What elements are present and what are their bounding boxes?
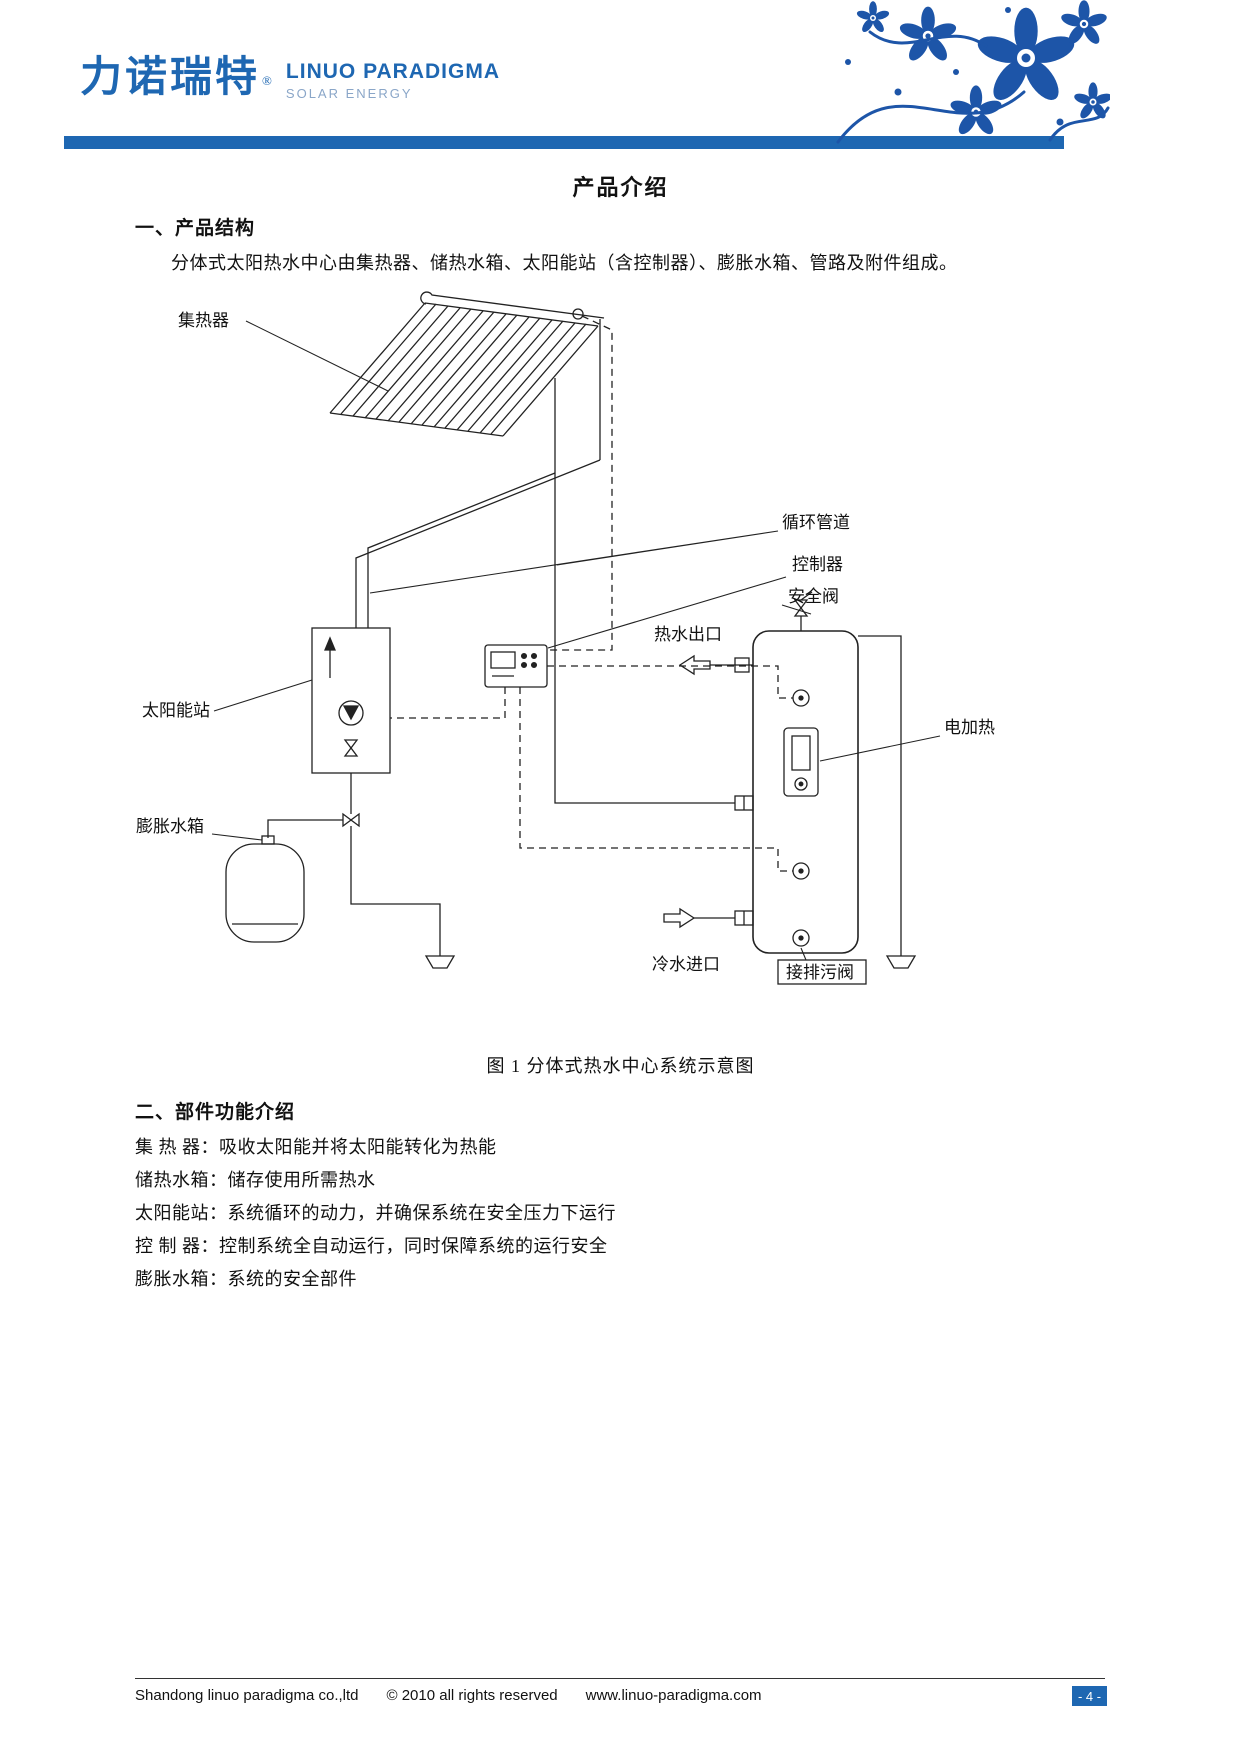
figure-caption: 图 1 分体式热水中心系统示意图 (486, 1056, 755, 1076)
list-item: 集 热 器： 吸收太阳能并将太阳能转化为热能 (135, 1131, 616, 1164)
header-divider-bar (64, 136, 1064, 149)
system-diagram: 集热器 循环管道 控制器 安全阀 热水出口 太阳能站 电加热 膨胀水箱 冷水进口… (120, 288, 1080, 1013)
component-description: 系统循环的动力，并确保系统在安全压力下运行 (227, 1203, 616, 1223)
pipe-valve-assembly (261, 812, 360, 845)
pump-icon (338, 700, 364, 726)
logo-english-text: LINUO PARADIGMA (285, 60, 501, 83)
diagram-labels: 集热器 循环管道 控制器 安全阀 热水出口 太阳能站 电加热 膨胀水箱 冷水进口… (136, 311, 995, 982)
footer-divider (135, 1678, 1105, 1679)
list-item: 膨胀水箱： 系统的安全部件 (135, 1263, 616, 1296)
drain-funnel-left-icon (424, 955, 456, 969)
component-function-list: 集 热 器： 吸收太阳能并将太阳能转化为热能 储热水箱： 储存使用所需热水 太阳… (135, 1131, 616, 1296)
list-item: 储热水箱： 储存使用所需热水 (135, 1164, 616, 1197)
label-electric-heater: 电加热 (944, 718, 995, 737)
component-term: 集 热 器： (135, 1137, 219, 1157)
label-leader-lines (211, 320, 941, 961)
footer-website-link[interactable]: www.linuo-paradigma.com (585, 1687, 762, 1704)
controller-shape (484, 644, 548, 688)
collector-sensor-icon (572, 308, 584, 320)
page-title: 产品介绍 (572, 175, 669, 200)
storage-tank-shape (734, 630, 859, 954)
footer-company: Shandong linuo paradigma co.,ltd (135, 1687, 359, 1704)
list-item: 控 制 器： 控制系统全自动运行，同时保障系统的运行安全 (135, 1230, 616, 1263)
drain-funnel-right-icon (885, 955, 917, 969)
solar-station-shape (311, 627, 391, 774)
logo-subtitle-text: SOLAR ENERGY (285, 86, 413, 102)
component-term: 控 制 器： (135, 1236, 219, 1256)
label-expansion-tank: 膨胀水箱 (136, 817, 204, 836)
electric-heater-shape (783, 727, 819, 797)
label-hot-water-outlet: 热水出口 (654, 625, 722, 644)
label-solar-station: 太阳能站 (142, 701, 210, 720)
list-item: 太阳能站： 系统循环的动力，并确保系统在安全压力下运行 (135, 1197, 616, 1230)
expansion-tank-shape (225, 843, 305, 943)
label-controller: 控制器 (792, 555, 843, 574)
component-description: 系统的安全部件 (227, 1269, 357, 1289)
section2-heading: 二、部件功能介绍 (135, 1102, 296, 1123)
label-collector: 集热器 (178, 311, 229, 330)
solar-collector-shape (329, 291, 605, 437)
label-safety-valve: 安全阀 (788, 587, 839, 606)
label-circulation-pipes: 循环管道 (782, 513, 850, 532)
footer: Shandong linuo paradigma co.,ltd © 2010 … (135, 1687, 975, 1704)
component-term: 太阳能站： (135, 1203, 228, 1223)
drain-label-box (777, 959, 867, 985)
brand-logo: 力诺瑞特® LINUO PARADIGMA SOLAR ENERGY (80, 53, 501, 102)
circulation-pipes-shape (267, 319, 902, 956)
component-term: 储热水箱： (135, 1170, 228, 1190)
component-term: 膨胀水箱： (135, 1269, 228, 1289)
cold-water-arrow-icon (663, 907, 696, 929)
component-description: 储存使用所需热水 (227, 1170, 376, 1190)
footer-copyright: © 2010 all rights reserved (386, 1687, 558, 1704)
floral-decoration-icon (778, 0, 1114, 152)
section1-heading: 一、产品结构 (135, 218, 256, 239)
registered-mark: ® (262, 72, 272, 88)
component-description: 吸收太阳能并将太阳能转化为热能 (219, 1137, 497, 1157)
logo-chinese-text: 力诺瑞特 (80, 53, 261, 100)
label-drain-valve: 接排污阀 (786, 963, 854, 982)
page-number-badge: - 4 - (1072, 1686, 1107, 1706)
component-description: 控制系统全自动运行，同时保障系统的运行安全 (219, 1236, 608, 1256)
hot-water-arrow-icon (678, 654, 711, 676)
section1-paragraph: 分体式太阳热水中心由集热器、储热水箱、太阳能站（含控制器）、膨胀水箱、管路及附件… (171, 253, 958, 273)
label-cold-water-inlet: 冷水进口 (652, 955, 720, 974)
sensor-cables-shape (390, 315, 793, 872)
